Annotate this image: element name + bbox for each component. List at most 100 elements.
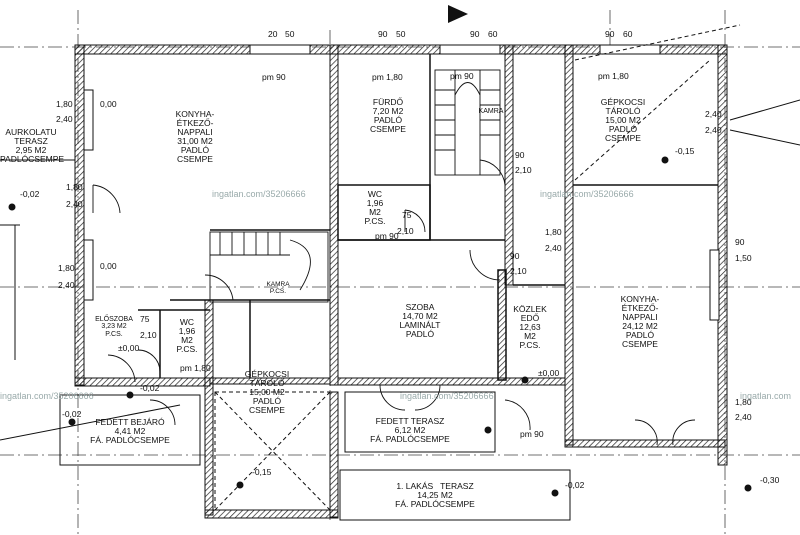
watermark-2: ingatlan.com/35206666: [540, 189, 634, 199]
dim-210-3: 2,10: [397, 226, 414, 236]
room-label-line: 1,96: [366, 197, 384, 208]
room-label-line: TERASZ: [14, 135, 48, 146]
level-markers: [8, 156, 752, 497]
dim-pm90-c: pm 90: [520, 429, 544, 439]
room-label-kamra: KAMRA: [473, 108, 509, 115]
room-label-line: FÁ. PADLÓCSEMPE: [395, 498, 475, 509]
dim-90-6: 90: [605, 29, 615, 39]
room-label-line: PADLÓ: [252, 395, 282, 406]
level-label-6: -0,15: [252, 467, 272, 477]
dim-75-2: 75: [140, 314, 150, 324]
room-label-line: P.CS.: [519, 339, 541, 350]
level-label-7: -0,02: [565, 480, 585, 490]
level-label-5: ±0,00: [538, 368, 560, 378]
room-label-line: FÜRDŐ: [372, 97, 404, 107]
room-label-line: GÉPKOCSI: [244, 369, 290, 379]
dim-240-1: 2,40: [56, 114, 73, 124]
room-label-line: 31,00 M2: [177, 135, 213, 146]
room-label-line: PADLÓ: [625, 329, 655, 340]
dim-240-7: 2,40: [735, 412, 752, 422]
room-label-line: 6,12 M2: [394, 424, 426, 435]
room-label-line: 15,00 M2: [605, 114, 641, 125]
level-label-9: -0,02: [140, 383, 160, 393]
room-label-line: ELŐSZOBA: [95, 316, 133, 323]
room-label-line: M2: [524, 330, 536, 341]
dim-240-2: 2,40: [66, 199, 83, 209]
room-label-line: 4,41 M2: [114, 425, 146, 436]
room-label-line: PADLÓ: [405, 328, 435, 339]
room-label-line: KAMRA: [478, 108, 504, 115]
room-label-line: GÉPKOCSI: [600, 97, 646, 107]
dim-180-4: 1,80: [545, 227, 562, 237]
section-marker-icon: [448, 5, 468, 23]
windows: [83, 44, 720, 321]
dim-50-1: 50: [285, 29, 295, 39]
room-label-line: P.CS.: [105, 330, 123, 338]
room-label-line: NAPPALI: [177, 126, 213, 137]
room-label-line: ÉTKEZŐ-: [621, 302, 659, 313]
doors: [92, 159, 696, 446]
room-label-line: KONYHA-: [175, 109, 215, 119]
dim-pm180-c: pm 1,80: [180, 363, 211, 373]
dim-90-2: 90: [510, 251, 520, 261]
room-label-line: KÖZLEK: [513, 304, 547, 314]
watermark-4: ingatlan.com/35206666: [400, 391, 494, 401]
dim-60-1: 60: [488, 29, 498, 39]
dim-210-2: 2,10: [510, 266, 527, 276]
room-label-line: CSEMPE: [370, 123, 406, 134]
room-label-line: CSEMPE: [177, 153, 213, 164]
room-label-line: P.CS.: [176, 343, 198, 354]
axis-lines: [0, 10, 800, 535]
dim-90-4: 90: [378, 29, 388, 39]
room-label-line: EDŐ: [520, 312, 540, 323]
level-label-1: -0,15: [675, 146, 695, 156]
dim-pm180-b: pm 1,80: [598, 71, 629, 81]
dim-60-2: 60: [623, 29, 633, 39]
dim-180-2: 1,80: [66, 182, 83, 192]
dim-210-4: 2,10: [140, 330, 157, 340]
room-label-line: 1,96: [178, 325, 196, 336]
room-label-line: WC: [179, 317, 195, 327]
room-label-line: AURKOLATU: [5, 127, 57, 137]
dim-75-1: 75: [402, 210, 412, 220]
room-label-line: 7,20 M2: [372, 105, 404, 116]
dim-90-1: 90: [515, 150, 525, 160]
room-label-line: 12,63: [519, 321, 541, 332]
room-label-line: CSEMPE: [622, 338, 658, 349]
dim-180-3: 1,80: [58, 263, 75, 273]
level-label-2: -0,02: [20, 189, 40, 199]
level-label-3: -0,02: [62, 409, 82, 419]
room-label-line: P.CS.: [364, 215, 386, 226]
room-label-line: NAPPALI: [622, 311, 658, 322]
room-label-line: WC: [367, 189, 383, 199]
dim-150: 1,50: [735, 253, 752, 263]
dim-240-4: 2,40: [545, 243, 562, 253]
room-label-line: FÁ. PADLÓCSEMPE: [370, 433, 450, 444]
room-label-line: 15,00 M2: [249, 386, 285, 397]
dim-0-a: 0,00: [100, 99, 117, 109]
room-label-line: P.CS.: [269, 287, 287, 295]
room-label-line: PADLÓ: [180, 144, 210, 155]
room-label-line: 3,23 M2: [101, 323, 127, 331]
room-label-line: CSEMPE: [249, 404, 285, 415]
room-label-line: 1. LAKÁS TERASZ: [396, 481, 474, 491]
room-label-line: KAMRA: [266, 281, 290, 288]
room-label-line: FÁ. PADLÓCSEMPE: [90, 434, 170, 445]
dim-pm90-a: pm 90: [262, 72, 286, 82]
watermark-1: ingatlan.com/35206666: [212, 189, 306, 199]
inner-walls: [138, 54, 718, 381]
dim-pm180-a: pm 1,80: [372, 72, 403, 82]
